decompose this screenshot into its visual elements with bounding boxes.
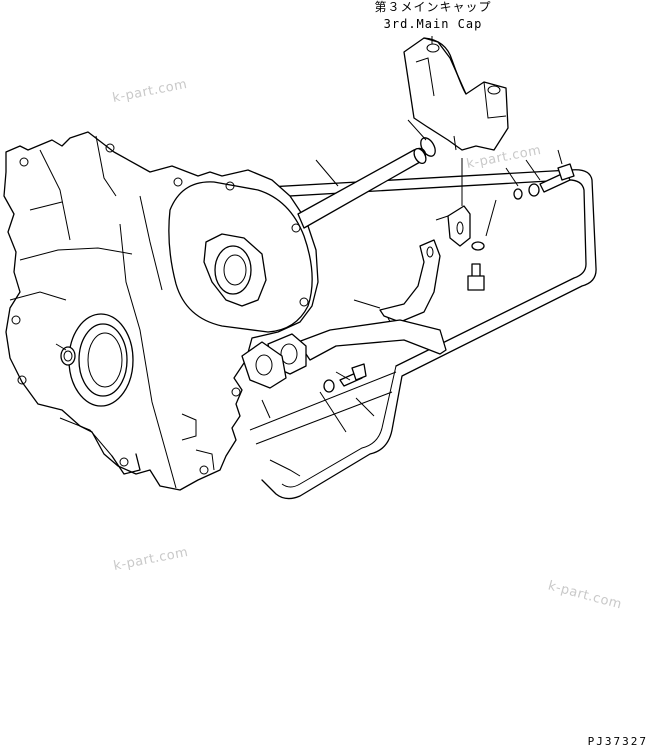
strainer-stay bbox=[379, 239, 441, 333]
main-cap-label-jp: 第３メインキャップ bbox=[374, 0, 492, 14]
figure-code: PJ37327 bbox=[587, 735, 648, 748]
bolts bbox=[323, 163, 575, 393]
tube-bracket bbox=[435, 205, 471, 247]
suction-tube bbox=[297, 119, 436, 229]
main-cap bbox=[403, 37, 509, 200]
main-cap-label-en: 3rd.Main Cap bbox=[383, 17, 483, 31]
gasket bbox=[241, 341, 287, 389]
flywheel-housing bbox=[3, 131, 319, 491]
oil-pan bbox=[179, 169, 597, 500]
leader-lines bbox=[55, 36, 563, 433]
